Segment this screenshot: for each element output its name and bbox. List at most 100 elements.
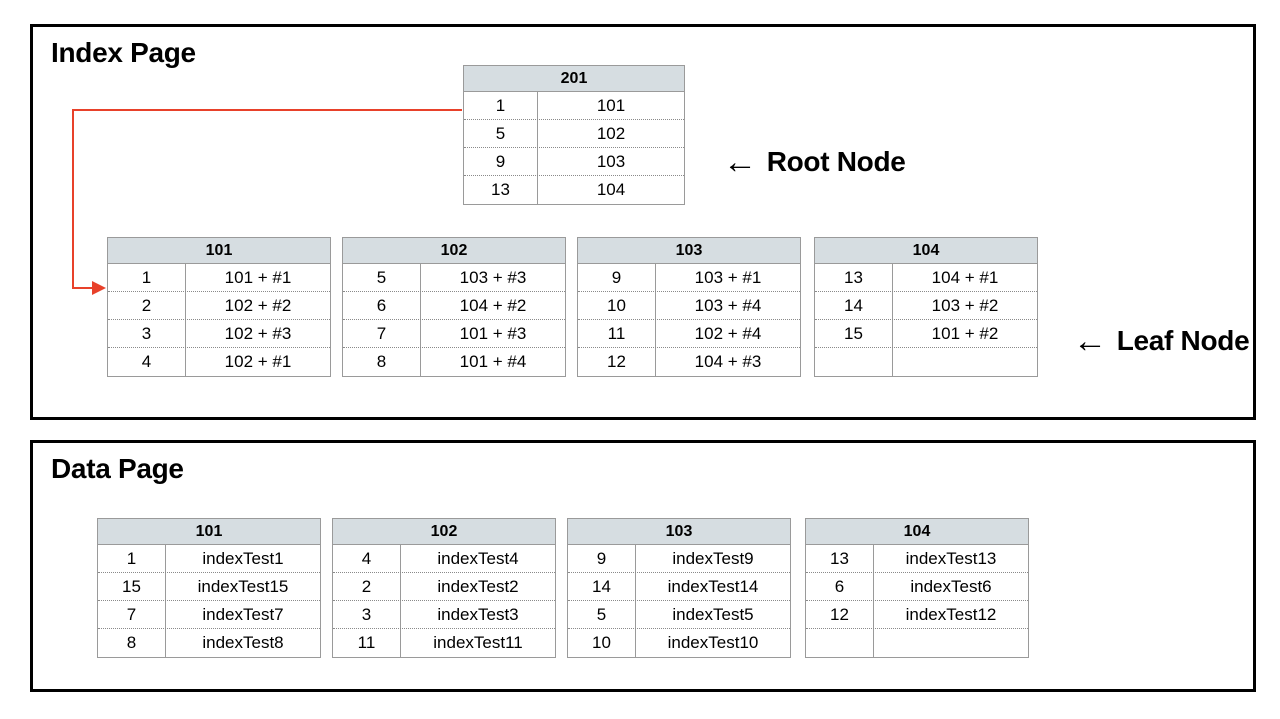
cell-value: 101 + #2 xyxy=(931,324,999,343)
cell-key: 13 xyxy=(815,264,893,291)
cell-value: indexTest4 xyxy=(437,549,519,568)
table-row: 6 indexTest6 xyxy=(806,573,1028,601)
cell-value: indexTest5 xyxy=(672,605,754,624)
cell-key: 1 xyxy=(108,264,186,291)
cell-key: 11 xyxy=(333,629,401,657)
table-row-empty xyxy=(815,348,1037,376)
cell-value: 102 + #2 xyxy=(224,296,292,315)
leaf-node-header: 104 xyxy=(815,238,1037,264)
data-page-table-103: 103 9 indexTest9 14 indexTest14 5 indexT… xyxy=(567,518,791,658)
table-row: 5 indexTest5 xyxy=(568,601,790,629)
table-row: 13 indexTest13 xyxy=(806,545,1028,573)
cell-value: indexTest15 xyxy=(197,577,289,596)
table-row: 15 indexTest15 xyxy=(98,573,320,601)
leaf-node-table-103: 103 9 103 + #1 10 103 + #4 11 102 + #4 1… xyxy=(577,237,801,377)
cell-key: 4 xyxy=(333,545,401,572)
table-row: 2 indexTest2 xyxy=(333,573,555,601)
cell-key xyxy=(806,629,874,657)
table-row: 9 103 xyxy=(464,148,684,176)
cell-value: indexTest2 xyxy=(437,577,519,596)
cell-value: indexTest8 xyxy=(202,633,284,652)
table-row: 12 104 + #3 xyxy=(578,348,800,376)
cell-key: 11 xyxy=(578,320,656,347)
cell-key: 6 xyxy=(806,573,874,600)
data-page-table-104: 104 13 indexTest13 6 indexTest6 12 index… xyxy=(805,518,1029,658)
cell-key: 9 xyxy=(578,264,656,291)
data-page-table-102: 102 4 indexTest4 2 indexTest2 3 indexTes… xyxy=(332,518,556,658)
table-row: 3 102 + #3 xyxy=(108,320,330,348)
cell-value: 102 + #4 xyxy=(694,324,762,343)
cell-key: 9 xyxy=(568,545,636,572)
leaf-node-table-102: 102 5 103 + #3 6 104 + #2 7 101 + #3 8 1… xyxy=(342,237,566,377)
cell-key: 14 xyxy=(815,292,893,319)
data-page-panel: Data Page 101 1 indexTest1 15 indexTest1… xyxy=(30,440,1256,692)
leaf-node-table-101: 101 1 101 + #1 2 102 + #2 3 102 + #3 4 1… xyxy=(107,237,331,377)
table-row: 5 102 xyxy=(464,120,684,148)
cell-value: 102 + #1 xyxy=(224,352,292,371)
table-row: 2 102 + #2 xyxy=(108,292,330,320)
table-row: 4 indexTest4 xyxy=(333,545,555,573)
cell-value: 101 xyxy=(596,96,626,115)
cell-value: 104 + #2 xyxy=(459,296,527,315)
root-node-header: 201 xyxy=(464,66,684,92)
table-row: 15 101 + #2 xyxy=(815,320,1037,348)
cell-value: 103 + #2 xyxy=(931,296,999,315)
table-row: 11 indexTest11 xyxy=(333,629,555,657)
data-page-table-101: 101 1 indexTest1 15 indexTest15 7 indexT… xyxy=(97,518,321,658)
cell-key: 15 xyxy=(98,573,166,600)
data-page-header: 104 xyxy=(806,519,1028,545)
cell-key: 14 xyxy=(568,573,636,600)
cell-value: indexTest10 xyxy=(667,633,759,652)
cell-key: 2 xyxy=(108,292,186,319)
cell-value: 104 + #1 xyxy=(931,268,999,287)
cell-value: indexTest9 xyxy=(672,549,754,568)
cell-value: 104 xyxy=(596,180,626,199)
cell-value: indexTest1 xyxy=(202,549,284,568)
cell-value: 103 xyxy=(596,152,626,171)
table-row: 4 102 + #1 xyxy=(108,348,330,376)
leaf-node-table-104: 104 13 104 + #1 14 103 + #2 15 101 + #2 xyxy=(814,237,1038,377)
cell-key: 10 xyxy=(578,292,656,319)
table-row: 9 indexTest9 xyxy=(568,545,790,573)
cell-value: 102 xyxy=(596,124,626,143)
table-row: 14 103 + #2 xyxy=(815,292,1037,320)
cell-key: 12 xyxy=(806,601,874,628)
index-page-title: Index Page xyxy=(51,37,196,68)
cell-value: indexTest12 xyxy=(905,605,997,624)
cell-value: indexTest3 xyxy=(437,605,519,624)
cell-value: 101 + #4 xyxy=(459,352,527,371)
cell-value: 102 + #3 xyxy=(224,324,292,343)
cell-key: 8 xyxy=(343,348,421,376)
cell-value: 101 + #3 xyxy=(459,324,527,343)
table-row: 3 indexTest3 xyxy=(333,601,555,629)
leaf-node-header: 101 xyxy=(108,238,330,264)
cell-value: 103 + #4 xyxy=(694,296,762,315)
cell-value: indexTest13 xyxy=(905,549,997,568)
left-arrow-icon: ← xyxy=(723,143,757,181)
table-row: 12 indexTest12 xyxy=(806,601,1028,629)
table-row: 9 103 + #1 xyxy=(578,264,800,292)
leaf-node-annotation: ← Leaf Node xyxy=(1073,322,1250,360)
cell-value xyxy=(893,348,1037,376)
cell-key: 1 xyxy=(464,92,538,119)
cell-key: 6 xyxy=(343,292,421,319)
table-row: 8 101 + #4 xyxy=(343,348,565,376)
table-row: 5 103 + #3 xyxy=(343,264,565,292)
cell-key: 1 xyxy=(98,545,166,572)
cell-key xyxy=(815,348,893,376)
data-page-title: Data Page xyxy=(51,453,184,484)
cell-key: 12 xyxy=(578,348,656,376)
table-row: 13 104 + #1 xyxy=(815,264,1037,292)
cell-key: 3 xyxy=(108,320,186,347)
left-arrow-icon: ← xyxy=(1073,322,1107,360)
root-node-annotation: ← Root Node xyxy=(723,145,906,179)
cell-key: 4 xyxy=(108,348,186,376)
data-page-header: 103 xyxy=(568,519,790,545)
table-row: 1 101 + #1 xyxy=(108,264,330,292)
cell-value: indexTest6 xyxy=(910,577,992,596)
leaf-node-annotation-label: Leaf Node xyxy=(1116,325,1250,356)
table-row: 13 104 xyxy=(464,176,684,204)
table-row: 1 101 xyxy=(464,92,684,120)
cell-value: 103 + #3 xyxy=(459,268,527,287)
data-page-header: 102 xyxy=(333,519,555,545)
